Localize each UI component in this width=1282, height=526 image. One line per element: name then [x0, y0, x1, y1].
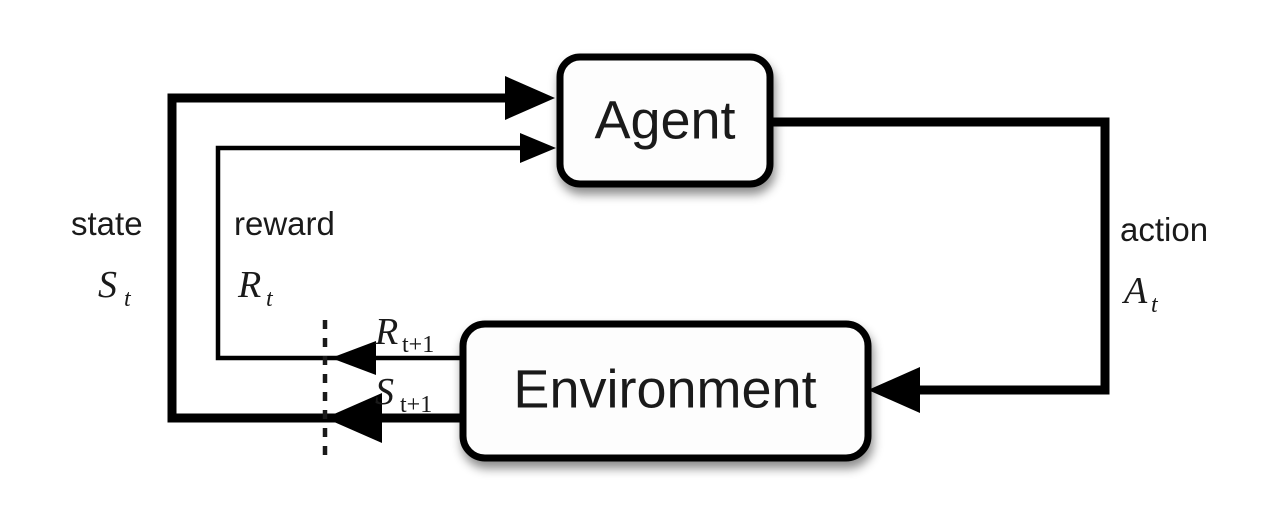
label-reward: reward R t: [234, 205, 335, 312]
state-label-text: state: [71, 205, 143, 242]
reward-next-arrowhead: [331, 341, 376, 375]
reward-next-symbol: R: [374, 311, 398, 353]
state-next-arrowhead: [325, 393, 382, 443]
environment-box[interactable]: [459, 320, 872, 462]
reward-next-subscript: t+1: [402, 332, 434, 358]
action-symbol: A: [1121, 270, 1148, 312]
action-out-arrowhead: [868, 367, 920, 413]
environment-label: Environment: [513, 359, 816, 419]
state-next-symbol: S: [375, 371, 394, 413]
reward-symbol: R: [237, 264, 261, 306]
label-state: state S t: [71, 205, 143, 312]
reward-subscript: t: [266, 286, 274, 312]
state-feedback-arrowhead: [505, 76, 555, 120]
label-action: action A t: [1120, 211, 1208, 318]
action-subscript: t: [1151, 292, 1159, 318]
action-out-line: [770, 117, 1110, 395]
state-subscript: t: [124, 286, 132, 312]
node-agent[interactable]: Agent: [556, 53, 774, 188]
edge-state-feedback: [167, 76, 555, 423]
reward-feedback-arrowhead: [520, 133, 556, 163]
label-state-next: S t+1: [375, 371, 432, 418]
state-feedback-line: [167, 93, 520, 423]
agent-label: Agent: [594, 90, 735, 150]
reward-label-text: reward: [234, 205, 335, 242]
action-label-text: action: [1120, 211, 1208, 248]
state-next-subscript: t+1: [400, 392, 432, 418]
state-symbol: S: [98, 264, 117, 306]
agent-box[interactable]: [556, 53, 774, 188]
label-reward-next: R t+1: [374, 311, 434, 358]
edge-action-out: [770, 117, 1110, 413]
node-environment[interactable]: Environment: [459, 320, 872, 462]
